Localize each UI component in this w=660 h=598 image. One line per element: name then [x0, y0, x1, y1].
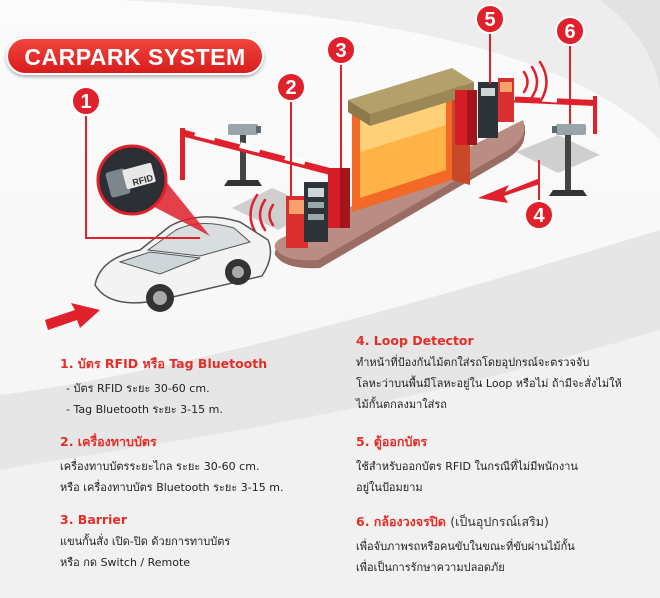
rfid-tag-bubble: RFID — [96, 144, 168, 216]
section-line: หรือ เครื่องทาบบัตร Bluetooth ระยะ 3-15 … — [60, 481, 284, 494]
section-line: แขนกั้นสั่ง เปิด-ปิด ด้วยการทาบบัตร — [60, 535, 231, 548]
section-loop-detector: 4. Loop Detector ทำหน้าที่ป้องกันไม้ตกใส… — [356, 333, 622, 415]
svg-text:3: 3 — [335, 40, 346, 62]
callout-6: 6 — [555, 16, 585, 46]
section-line: ใช้สำหรับออกบัตร RFID ในกรณีที่ไม่มีพนัก… — [356, 460, 578, 473]
callout-5: 5 — [475, 4, 505, 34]
svg-text:1: 1 — [80, 91, 91, 113]
ticket-dispenser — [478, 78, 514, 138]
section-line: - Tag Bluetooth ระยะ 3-15 m. — [66, 403, 223, 416]
section-line: เครื่องทาบบัตรระยะไกล ระยะ 30-60 cm. — [60, 460, 260, 473]
svg-text:4: 4 — [533, 205, 545, 227]
section-ticket-dispenser: 5. ตู้ออกบัตร ใช้สำหรับออกบัตร RFID ในกร… — [356, 432, 578, 498]
section-heading-note: (เป็นอุปกรณ์เสริม) — [450, 514, 549, 529]
callout-1: 1 — [71, 86, 101, 116]
section-line: หรือ กด Switch / Remote — [60, 556, 191, 569]
signal-waves-icon — [249, 60, 548, 237]
entry-barrier — [180, 128, 350, 228]
guard-booth — [348, 68, 474, 212]
section-barrier: 3. Barrier แขนกั้นสั่ง เปิด-ปิด ด้วยการท… — [60, 512, 230, 573]
exit-arrow-icon — [478, 178, 540, 203]
section-line: อยู่ในป้อมยาม — [356, 481, 423, 494]
section-line: โลหะว่าบนพื้นมีโลหะอยู่ใน Loop หรือไม่ ถ… — [356, 377, 622, 390]
section-line: ทำหน้าที่ป้องกันไม้ตกใส่รถโดยอุปกรณ์จะตร… — [356, 356, 590, 369]
section-rfid-tag: 1. บัตร RFID หรือ Tag Bluetooth - บัตร R… — [60, 354, 267, 420]
section-cctv: 6. กล้องวงจรปิด (เป็นอุปกรณ์เสริม) เพื่อ… — [356, 512, 575, 578]
callout-3: 3 — [326, 35, 356, 65]
loop-detector-plate-right — [516, 135, 600, 173]
callout-4: 4 — [524, 200, 554, 230]
section-line: เพื่อเป็นการรักษาความปลอดภัย — [356, 561, 505, 574]
card-reader-entry — [286, 182, 328, 248]
page-title: CARPARK SYSTEM — [24, 44, 246, 70]
section-heading: 6. กล้องวงจรปิด (เป็นอุปกรณ์เสริม) — [356, 512, 575, 532]
section-line: เพื่อจับภาพรถหรือคนขับในขณะที่ขับผ่านไม้… — [356, 540, 575, 553]
svg-text:2: 2 — [285, 77, 296, 99]
cctv-camera-left-icon — [224, 124, 262, 186]
svg-text:6: 6 — [564, 21, 575, 43]
section-heading: 1. บัตร RFID หรือ Tag Bluetooth — [60, 356, 268, 371]
svg-text:5: 5 — [484, 9, 495, 31]
callout-lines — [85, 30, 571, 239]
section-heading: 3. Barrier — [60, 512, 128, 527]
section-heading-text: 6. กล้องวงจรปิด — [356, 514, 446, 529]
cctv-camera-right-icon — [549, 124, 587, 196]
section-card-reader: 2. เครื่องทาบบัตร เครื่องทาบบัตรระยะไกล … — [60, 432, 283, 498]
title-badge: CARPARK SYSTEM — [6, 37, 264, 75]
carpark-illustration: RFID 1 2 3 4 — [45, 4, 600, 330]
section-heading: 5. ตู้ออกบัตร — [356, 434, 428, 449]
entry-arrow-icon — [45, 303, 100, 330]
callout-2: 2 — [276, 72, 306, 102]
section-line: ไม้กั้นตกลงมาใส่รถ — [356, 398, 447, 411]
section-line: - บัตร RFID ระยะ 30-60 cm. — [66, 382, 210, 395]
car-icon — [94, 216, 272, 312]
section-heading: 4. Loop Detector — [356, 333, 474, 348]
exit-barrier — [455, 90, 597, 145]
section-heading: 2. เครื่องทาบบัตร — [60, 434, 157, 449]
